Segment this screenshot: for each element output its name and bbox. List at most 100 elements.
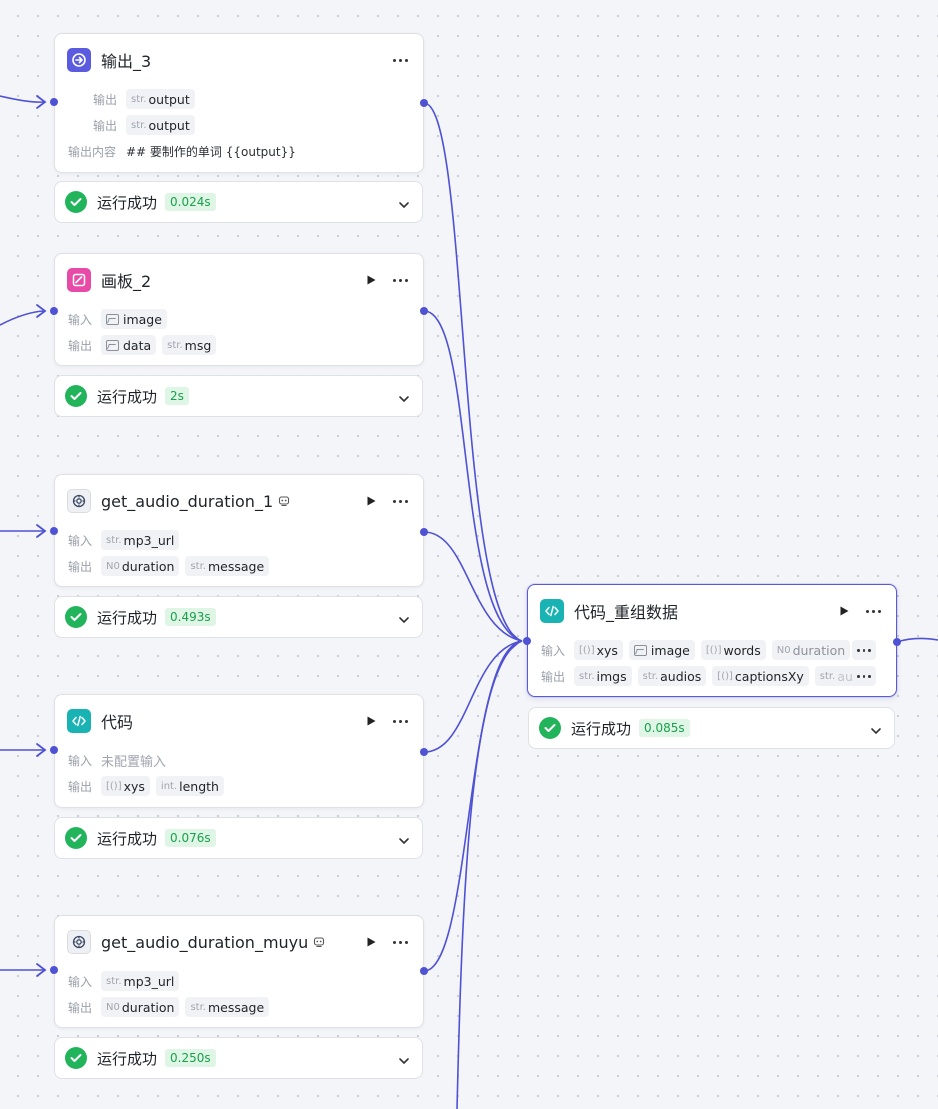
duration-badge: 0.493s — [165, 608, 216, 626]
edge-audio1-regroup — [423, 531, 523, 642]
chevron-down-icon[interactable] — [398, 1052, 410, 1071]
node-title: 画板_2 — [101, 272, 152, 291]
input-row: 输入 image — [55, 306, 423, 332]
play-icon[interactable] — [361, 711, 381, 731]
edge-in-canvas2 — [0, 310, 45, 326]
param-chip: image — [101, 309, 167, 329]
output-row: 输出 data str.msg — [55, 332, 423, 358]
duration-badge: 0.024s — [165, 193, 216, 211]
run-status-bar[interactable]: 运行成功 0.493s — [54, 596, 423, 638]
more-icon[interactable] — [389, 270, 411, 290]
edge-in-output3 — [0, 95, 45, 103]
output-content-text: ## 要制作的单词 {{output}} — [126, 144, 296, 159]
input-port[interactable] — [50, 966, 58, 974]
node-code[interactable]: 代码 输入 未配置输入 输出 [()]xys int.length — [54, 694, 424, 808]
more-icon[interactable] — [862, 601, 884, 621]
node-header: 画板_2 — [55, 254, 423, 306]
play-icon[interactable] — [834, 601, 854, 621]
input-port[interactable] — [523, 637, 531, 645]
param-chip: [()]words — [700, 640, 766, 660]
success-check-icon — [65, 191, 87, 213]
row-label: 输出 — [68, 1000, 93, 1015]
edge-bottom-regroup — [456, 640, 523, 1109]
row-label: 输入 — [68, 753, 93, 768]
chevron-down-icon[interactable] — [398, 390, 410, 409]
row-label: 输入 — [68, 533, 93, 548]
chevron-down-icon[interactable] — [398, 832, 410, 851]
row-label: 输入 — [68, 312, 93, 327]
node-title: get_audio_duration_muyu — [101, 932, 309, 952]
status-text: 运行成功 — [571, 719, 632, 738]
duration-badge: 0.250s — [165, 1049, 216, 1067]
output-row: 输出 str.output — [55, 112, 423, 138]
duration-badge: 0.085s — [639, 719, 690, 737]
edge-muyu-regroup — [423, 640, 523, 972]
expand-params-button[interactable] — [852, 640, 876, 660]
row-label: 输出 — [68, 779, 93, 794]
edge-regroup-out — [896, 637, 938, 643]
node-canvas-2[interactable]: 画板_2 输入 image 输出 data str.msg — [54, 253, 424, 366]
test-run-icon[interactable] — [278, 495, 290, 507]
play-icon[interactable] — [361, 491, 381, 511]
node-header: 输出_3 — [55, 34, 423, 86]
status-text: 运行成功 — [97, 387, 158, 406]
play-icon[interactable] — [361, 270, 381, 290]
play-icon[interactable] — [361, 932, 381, 952]
param-chip: str.message — [185, 556, 270, 576]
input-port[interactable] — [50, 527, 58, 535]
status-text: 运行成功 — [97, 193, 158, 212]
row-label: 输出 — [68, 559, 93, 574]
node-header: 代码_重组数据 — [528, 585, 896, 637]
edge-output3-regroup — [423, 102, 523, 642]
run-status-bar[interactable]: 运行成功 0.024s — [54, 181, 423, 223]
more-icon[interactable] — [389, 711, 411, 731]
chevron-down-icon[interactable] — [398, 196, 410, 215]
run-status-bar[interactable]: 运行成功 0.250s — [54, 1037, 423, 1079]
node-get-audio-duration-muyu[interactable]: get_audio_duration_muyu 输入 str.mp3_url 输… — [54, 915, 424, 1028]
param-chip: [()]xys — [101, 776, 150, 796]
run-status-bar[interactable]: 运行成功 2s — [54, 375, 423, 417]
input-port[interactable] — [50, 98, 58, 106]
node-title: 代码_重组数据 — [574, 603, 679, 622]
input-row: 输入 str.mp3_url — [55, 968, 423, 994]
output-row: 输出 str.imgs str.audios [()]captionsXy st… — [528, 663, 896, 689]
node-output-3[interactable]: 输出_3 输出 str.output 输出 str.output 输出内容 ##… — [54, 33, 424, 173]
chevron-down-icon[interactable] — [398, 611, 410, 630]
row-label: 输入 — [68, 974, 93, 989]
success-check-icon — [65, 606, 87, 628]
more-icon[interactable] — [389, 932, 411, 952]
input-port[interactable] — [50, 746, 58, 754]
output-port[interactable] — [420, 967, 428, 975]
output-port[interactable] — [420, 99, 428, 107]
input-port[interactable] — [50, 307, 58, 315]
image-type-icon — [633, 644, 647, 656]
run-status-bar[interactable]: 运行成功 0.085s — [528, 707, 895, 749]
run-status-bar[interactable]: 运行成功 0.076s — [54, 817, 423, 859]
input-row: 输入 str.mp3_url — [55, 527, 423, 553]
output-icon — [67, 48, 91, 72]
test-run-icon[interactable] — [313, 936, 325, 948]
output-port[interactable] — [420, 307, 428, 315]
expand-params-button[interactable] — [852, 666, 876, 686]
image-type-icon — [106, 339, 119, 351]
output-row: 输出 str.output — [55, 86, 423, 112]
param-chip: str.imgs — [574, 666, 632, 686]
success-check-icon — [539, 717, 561, 739]
output-port[interactable] — [893, 638, 901, 646]
more-icon[interactable] — [389, 50, 411, 70]
output-port[interactable] — [420, 748, 428, 756]
node-get-audio-duration-1[interactable]: get_audio_duration_1 输入 str.mp3_url 输出 N… — [54, 474, 424, 587]
status-text: 运行成功 — [97, 829, 158, 848]
node-header: 代码 — [55, 695, 423, 747]
row-label: 输出 — [93, 92, 118, 107]
more-icon[interactable] — [389, 491, 411, 511]
chevron-down-icon[interactable] — [870, 722, 882, 741]
output-port[interactable] — [420, 528, 428, 536]
output-row: 输出 [()]xys int.length — [55, 773, 423, 799]
node-header: get_audio_duration_1 — [55, 475, 423, 527]
